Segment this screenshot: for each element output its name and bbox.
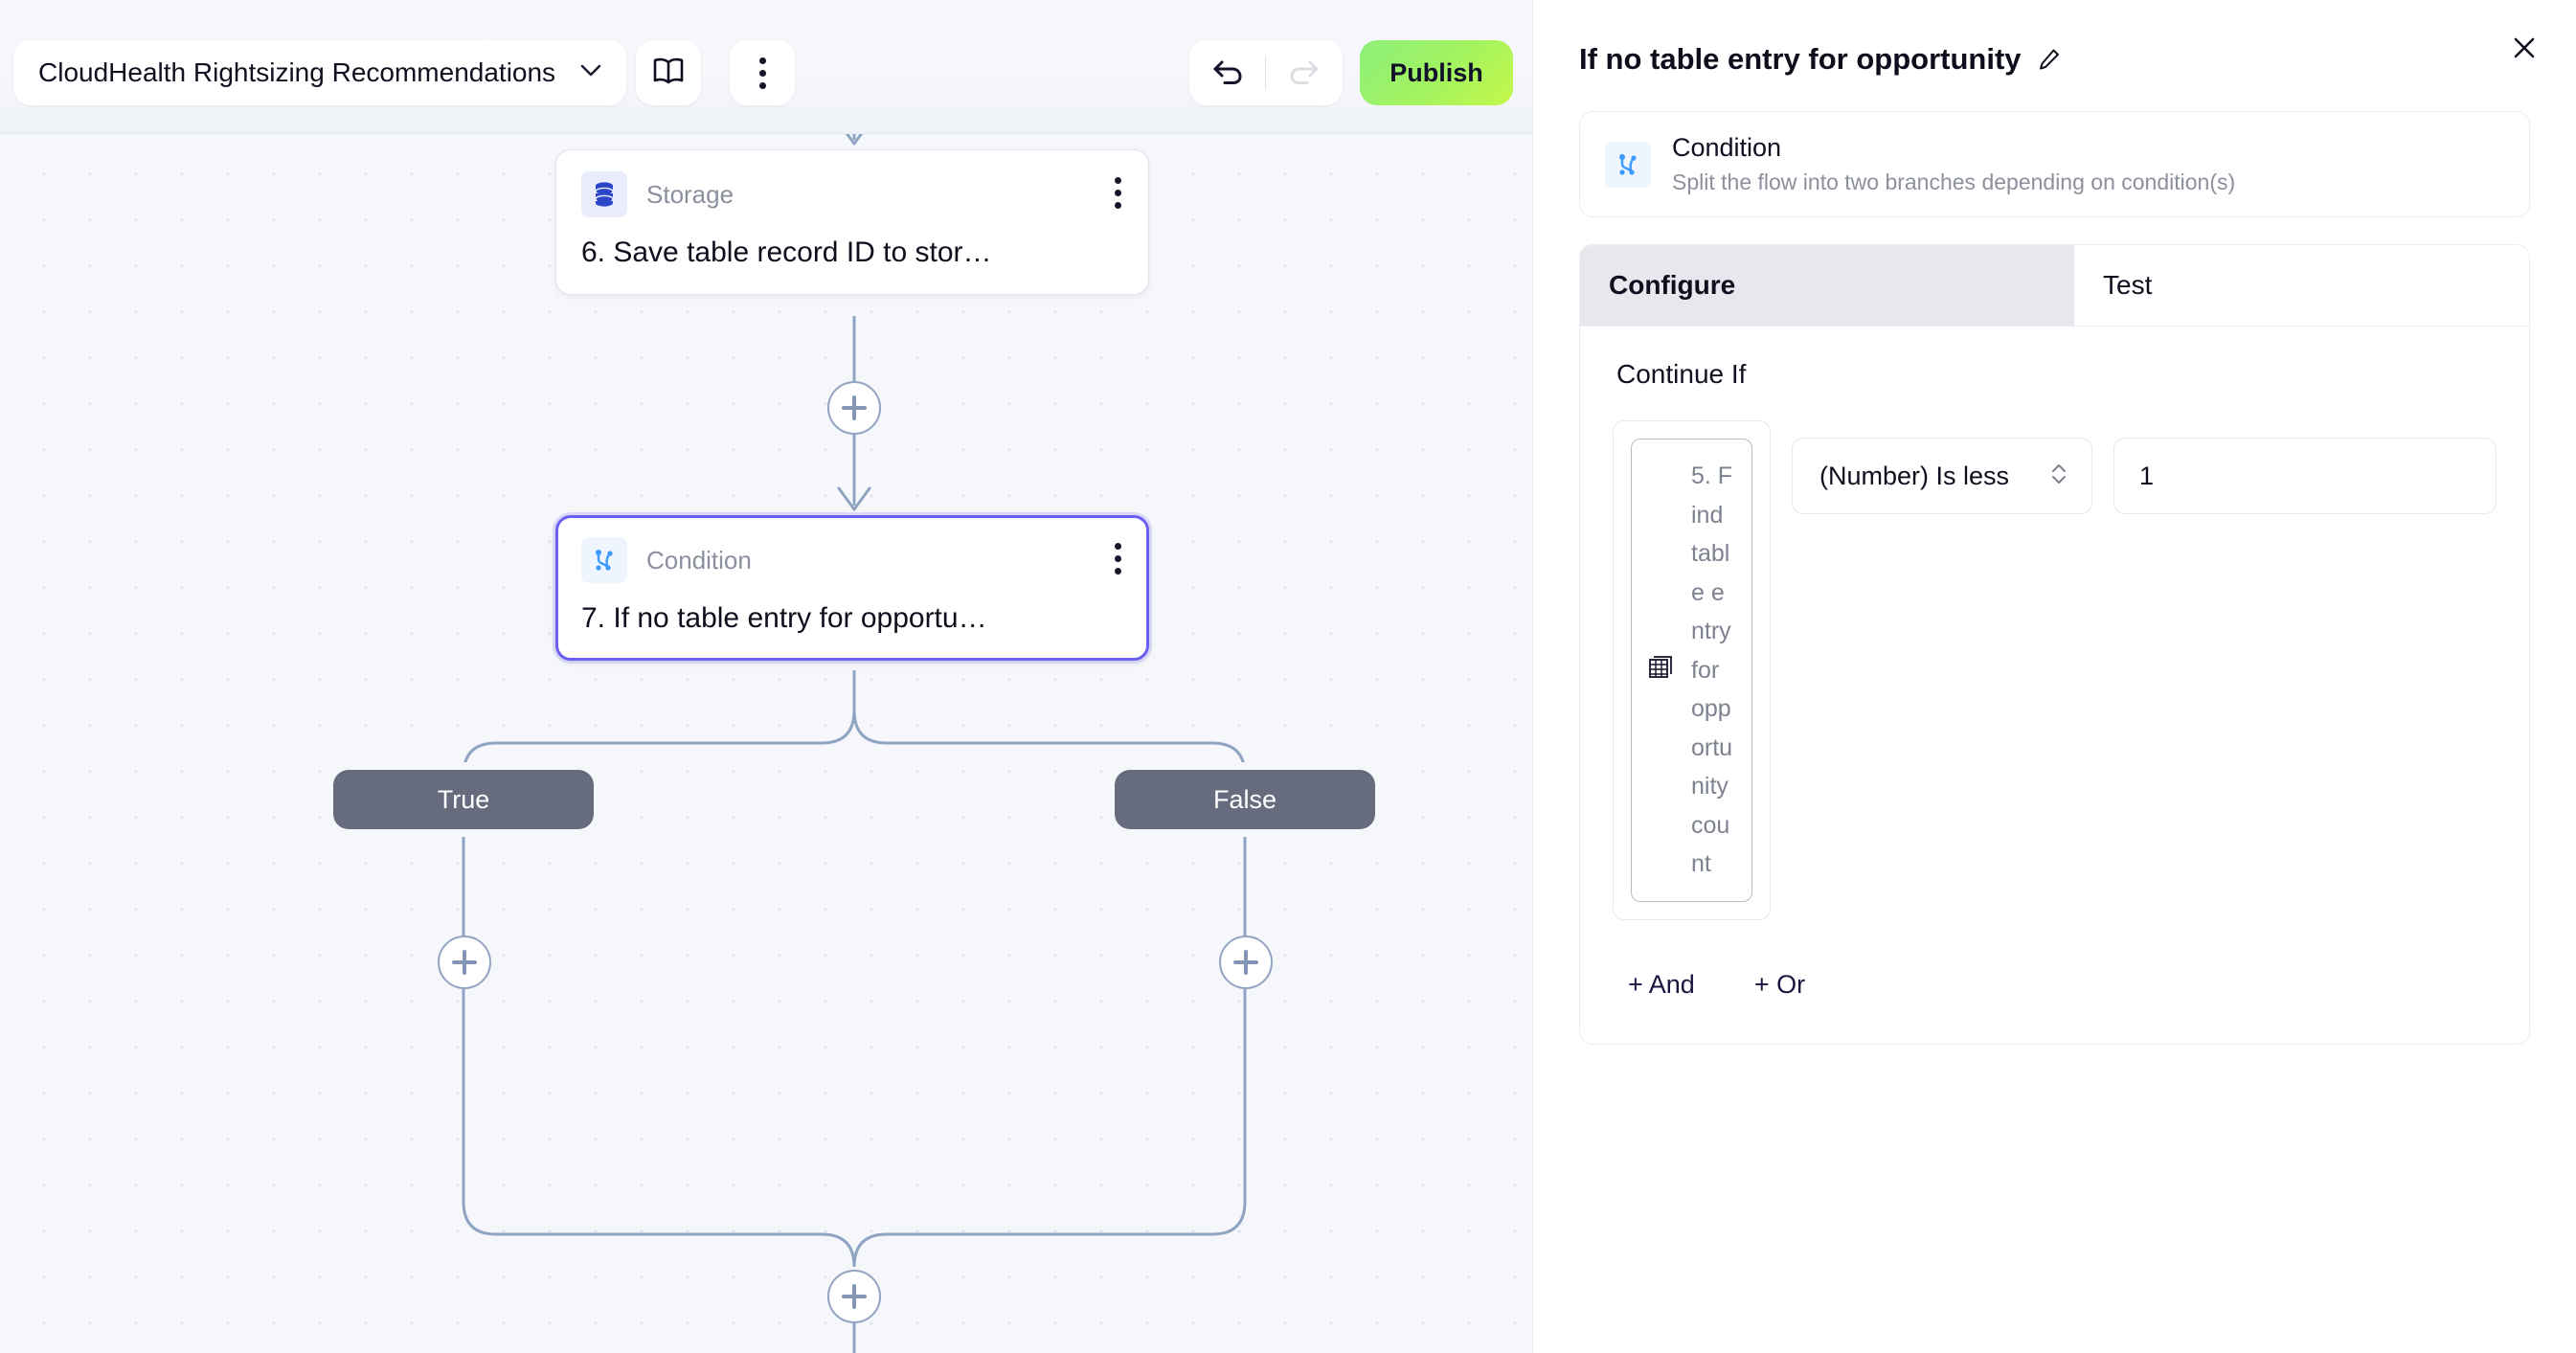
workflow-canvas[interactable]: CloudHealth Rightsizing Recommendations <box>0 0 1532 1353</box>
condition-row: 5. Find table entry for opportunity coun… <box>1613 420 2497 920</box>
panel-tabs: Configure Test <box>1580 245 2529 327</box>
add-step-button-middle[interactable] <box>827 381 881 435</box>
panel-tabs-card: Configure Test Continue If <box>1579 244 2530 1045</box>
node-more-button[interactable] <box>1115 543 1121 580</box>
operator-value: (Number) Is less <box>1819 461 2010 490</box>
condition-value-input[interactable] <box>2113 438 2497 514</box>
variable-chip-label: 5. Find table entry for opportunity coun… <box>1691 462 1733 877</box>
undo-arrow-icon <box>1211 56 1244 90</box>
variable-slot[interactable]: 5. Find table entry for opportunity coun… <box>1613 420 1771 920</box>
redo-arrow-icon <box>1288 56 1321 90</box>
redo-button[interactable] <box>1266 40 1343 105</box>
workflow-name-selector[interactable]: CloudHealth Rightsizing Recommendations <box>13 40 627 105</box>
book-icon <box>652 56 685 90</box>
add-step-button-merge[interactable] <box>827 1270 881 1323</box>
node-title: 6. Save table record ID to stor… <box>581 237 992 268</box>
workflow-more-button[interactable] <box>730 40 795 105</box>
publish-button[interactable]: Publish <box>1360 40 1513 105</box>
node-type-name: Condition <box>1672 133 1782 162</box>
node-title: 7. If no table entry for opportu… <box>581 602 987 634</box>
add-and-button[interactable]: + And <box>1628 969 1695 999</box>
operator-and-value: (Number) Is less <box>1792 420 2497 514</box>
undo-redo-group <box>1189 40 1343 105</box>
node-settings-panel: If no table entry for opportunity <box>1532 0 2576 1353</box>
branch-icon <box>1605 141 1651 188</box>
panel-header: If no table entry for opportunity <box>1533 0 2576 77</box>
pencil-icon[interactable] <box>2037 47 2062 72</box>
toolbar-divider <box>1265 56 1266 90</box>
add-step-button-true-branch[interactable] <box>438 936 491 989</box>
continue-if-label: Continue If <box>1616 359 1747 389</box>
variable-chip[interactable]: 5. Find table entry for opportunity coun… <box>1631 439 1752 902</box>
tab-test[interactable]: Test <box>2074 245 2529 326</box>
chevron-up-down-icon <box>2049 461 2068 492</box>
add-condition-actions: + And + Or <box>1628 970 2497 1000</box>
database-icon <box>581 171 627 217</box>
branch-icon <box>581 537 627 583</box>
node-kind-label: Storage <box>646 179 734 209</box>
table-icon <box>1647 653 1676 687</box>
workflow-node-storage[interactable]: Storage 6. Save table record ID to stor… <box>555 149 1149 295</box>
add-or-button[interactable]: + Or <box>1753 969 1806 999</box>
node-header: Condition <box>581 537 1123 583</box>
docs-button[interactable] <box>636 40 701 105</box>
branch-label-false[interactable]: False <box>1115 770 1375 829</box>
undo-button[interactable] <box>1189 40 1266 105</box>
chevron-down-icon <box>580 64 601 82</box>
node-more-button[interactable] <box>1115 177 1121 214</box>
node-type-description: Split the flow into two branches dependi… <box>1672 169 2236 194</box>
edge-connectors <box>462 0 1247 1353</box>
branch-label-true[interactable]: True <box>333 770 594 829</box>
configure-tab-body: Continue If 5. Find table entr <box>1580 327 2529 1044</box>
tab-configure[interactable]: Configure <box>1580 245 2074 326</box>
close-icon[interactable] <box>2511 34 2538 66</box>
node-type-info-card: Condition Split the flow into two branch… <box>1579 111 2530 217</box>
add-step-button-top[interactable] <box>827 13 881 67</box>
workflow-name-label: CloudHealth Rightsizing Recommendations <box>38 57 556 87</box>
panel-title: If no table entry for opportunity <box>1579 42 2022 76</box>
node-header: Storage <box>581 171 1123 217</box>
operator-select[interactable]: (Number) Is less <box>1792 438 2092 514</box>
more-vertical-icon <box>758 56 766 89</box>
node-kind-label: Condition <box>646 545 752 575</box>
node-type-text: Condition Split the flow into two branch… <box>1672 133 2235 195</box>
workflow-node-condition[interactable]: Condition 7. If no table entry for oppor… <box>555 515 1149 661</box>
add-step-button-false-branch[interactable] <box>1219 936 1273 989</box>
